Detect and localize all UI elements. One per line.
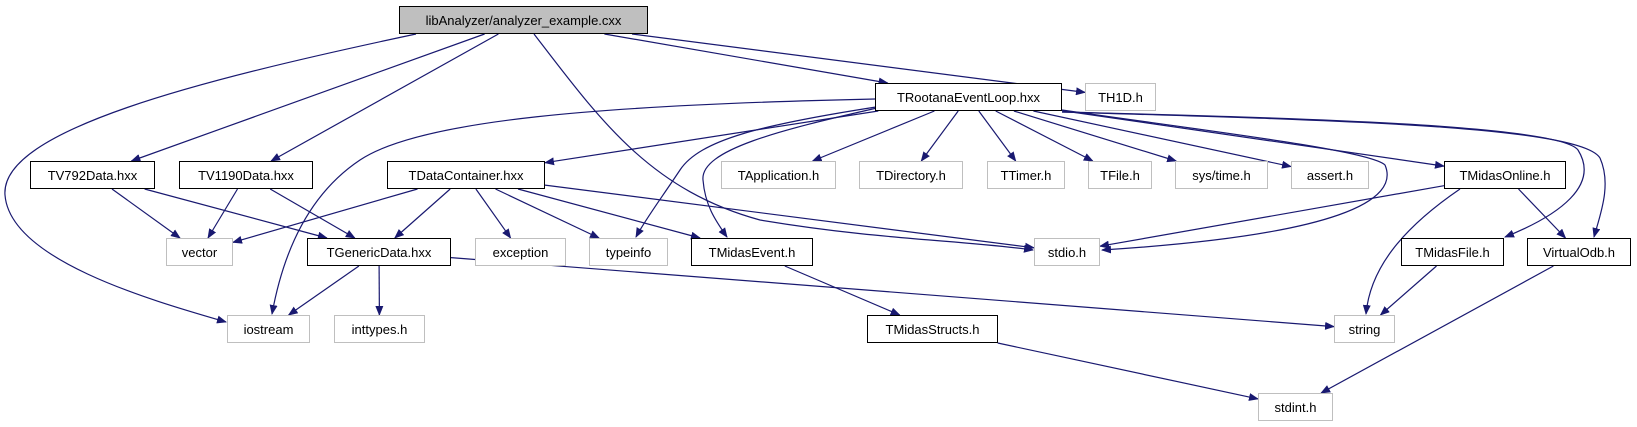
node-tmidasonline[interactable]: TMidasOnline.h (1444, 161, 1566, 189)
node-stdio: stdio.h (1034, 238, 1100, 266)
node-tv1190[interactable]: TV1190Data.hxx (179, 161, 313, 189)
node-vector: vector (166, 238, 233, 266)
edge-root-to-tv792 (130, 33, 485, 162)
node-label: inttypes.h (351, 321, 408, 337)
node-tgenericdata[interactable]: TGenericData.hxx (307, 238, 451, 266)
node-tapplication: TApplication.h (721, 161, 836, 189)
node-label: TMidasStructs.h (885, 321, 980, 337)
edge-tv1190-to-tgenericdata (269, 188, 356, 239)
node-label: sys/time.h (1192, 167, 1251, 183)
node-tdirectory: TDirectory.h (859, 161, 963, 189)
node-label: TDataContainer.hxx (408, 167, 524, 183)
node-label: TV792Data.hxx (47, 167, 138, 183)
node-label: TMidasOnline.h (1459, 167, 1551, 183)
node-systime: sys/time.h (1175, 161, 1268, 189)
node-label: TApplication.h (737, 167, 820, 183)
node-th1d: TH1D.h (1085, 83, 1156, 111)
node-label: assert.h (1306, 167, 1354, 183)
node-label: vector (181, 244, 218, 260)
node-label: VirtualOdb.h (1542, 244, 1616, 260)
node-label: TDirectory.h (876, 167, 946, 183)
edge-tmidasfile-to-string (1379, 265, 1437, 316)
node-label: libAnalyzer/analyzer_example.cxx (425, 12, 622, 28)
edge-root-to-tv1190 (270, 33, 499, 162)
edge-trootana-to-tfile (995, 110, 1094, 162)
node-label: TMidasFile.h (1415, 244, 1490, 260)
node-label: string (1348, 321, 1381, 337)
edge-tdatacontainer-to-stdio (544, 184, 1035, 251)
node-stdint: stdint.h (1258, 393, 1333, 421)
node-ttimer: TTimer.h (987, 161, 1065, 189)
edge-tdatacontainer-to-tgenericdata (394, 188, 451, 239)
node-root[interactable]: libAnalyzer/analyzer_example.cxx (399, 6, 648, 34)
node-tmidasfile[interactable]: TMidasFile.h (1401, 238, 1504, 266)
edge-tdatacontainer-to-typeinfo (495, 188, 600, 239)
edge-trootana-to-tapplication (811, 110, 935, 162)
node-label: TH1D.h (1098, 89, 1143, 105)
node-label: TMidasEvent.h (708, 244, 796, 260)
node-tmidasstructs[interactable]: TMidasStructs.h (867, 315, 998, 343)
node-label: typeinfo (605, 244, 652, 260)
edge-root-to-th1d (631, 33, 1086, 96)
edge-trootana-to-typeinfo (635, 106, 877, 238)
edge-tmidasonline-to-virtualodb (1518, 188, 1567, 239)
edge-tv792-to-tgenericdata (144, 188, 328, 240)
edge-tmidasonline-to-stdio (1099, 185, 1445, 249)
edge-trootana-to-tdirectory (920, 110, 959, 162)
node-assert: assert.h (1291, 161, 1369, 189)
edge-trootana-to-stdio (1061, 109, 1388, 254)
edge-trootana-to-virtualodb (1061, 111, 1606, 238)
node-label: TGenericData.hxx (326, 244, 432, 260)
node-inttypes: inttypes.h (334, 315, 425, 343)
node-exception: exception (475, 238, 566, 266)
edge-trootana-to-tdatacontainer (544, 110, 879, 166)
edge-tdatacontainer-to-exception (475, 188, 512, 239)
edge-trootana-to-tmidasevent (702, 107, 878, 238)
edge-tmidasstructs-to-stdint (997, 342, 1259, 401)
node-label: iostream (243, 321, 294, 337)
edge-trootana-to-ttimer (978, 110, 1017, 162)
edge-trootana-to-tmidasonline (1061, 110, 1445, 169)
edge-tv1190-to-vector (207, 188, 239, 239)
edge-root-to-iostream (4, 33, 417, 324)
edge-root-to-stdio (533, 33, 1034, 253)
edge-tmidasevent-to-tmidasstructs (784, 265, 901, 316)
node-label: stdio.h (1047, 244, 1087, 260)
edge-virtualodb-to-stdint (1320, 265, 1554, 394)
edge-trootana-to-systime (1013, 110, 1178, 163)
node-iostream: iostream (227, 315, 310, 343)
node-trootana[interactable]: TRootanaEventLoop.hxx (875, 83, 1062, 111)
edge-tmidasonline-to-string (1362, 188, 1461, 315)
node-label: stdint.h (1274, 399, 1317, 415)
node-tdatacontainer[interactable]: TDataContainer.hxx (387, 161, 545, 189)
node-virtualodb[interactable]: VirtualOdb.h (1527, 238, 1631, 266)
edge-tv792-to-vector (111, 188, 181, 239)
edge-tdatacontainer-to-vector (232, 188, 418, 244)
edge-root-to-trootana (604, 33, 889, 86)
edge-trootana-to-assert (1033, 110, 1292, 169)
node-tmidasevent[interactable]: TMidasEvent.h (691, 238, 813, 266)
edge-tgenericdata-to-string (450, 257, 1335, 330)
node-typeinfo: typeinfo (589, 238, 668, 266)
node-label: TTimer.h (1000, 167, 1052, 183)
node-label: TRootanaEventLoop.hxx (896, 89, 1041, 105)
node-string: string (1334, 315, 1395, 343)
node-tfile: TFile.h (1088, 161, 1152, 189)
node-label: TFile.h (1100, 167, 1140, 183)
edge-tgenericdata-to-iostream (287, 265, 360, 316)
edge-tdatacontainer-to-tmidasevent (517, 188, 701, 240)
node-tv792[interactable]: TV792Data.hxx (30, 161, 155, 189)
node-label: exception (492, 244, 549, 260)
node-label: TV1190Data.hxx (198, 167, 294, 183)
edge-trootana-to-iostream (269, 98, 876, 315)
